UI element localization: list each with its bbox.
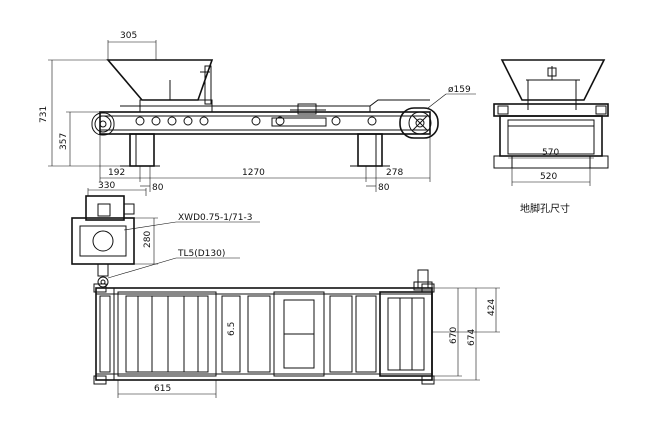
dim-leg-width-left: 80 — [152, 183, 164, 193]
idler-rollers — [135, 116, 377, 126]
dim-motor-width: 330 — [98, 181, 115, 191]
tail-pulley — [91, 112, 115, 136]
side-frame — [499, 115, 603, 157]
hopper — [106, 59, 214, 101]
dim-plan-inner-length: 6.5 — [227, 322, 237, 336]
dim-hopper-width: 305 — [120, 31, 137, 41]
dim-motor-height: 280 — [143, 231, 153, 248]
left-leg — [129, 133, 155, 167]
motor-model-label: XWD0.75-1/71-3 — [178, 213, 252, 223]
dim-pulley-diameter: ø159 — [448, 85, 471, 95]
hopper-gate — [204, 65, 212, 105]
dim-plan-width-670: 670 — [449, 327, 459, 344]
dim-plan-width-674: 674 — [467, 329, 477, 346]
dim-plan-width-424: 424 — [487, 299, 497, 316]
dim-frame-height: 357 — [59, 133, 69, 150]
dim-side-outer-width: 520 — [540, 172, 557, 182]
motor-assembly-view: 330 280 XWD0.75-1/71-3 TL5(D130) — [71, 181, 260, 288]
dim-leg-spacing: 1270 — [242, 168, 265, 178]
dim-right-overhang: 278 — [386, 168, 403, 178]
dim-total-height: 731 — [39, 106, 49, 123]
foot-hole-caption: 地脚孔尺寸 — [520, 202, 570, 215]
plan-view: 615 6.5 424 670 674 — [93, 269, 500, 398]
side-hopper — [500, 59, 606, 101]
dim-plan-belt-width: 615 — [154, 384, 171, 394]
coupling-model-label: TL5(D130) — [177, 249, 225, 259]
side-view: 570 520 地脚孔尺寸 — [493, 59, 609, 215]
front-elevation-view: 305 731 357 ø159 192 1270 278 80 80 — [39, 31, 476, 193]
right-leg — [357, 133, 383, 167]
dim-leg-width-right: 80 — [378, 183, 390, 193]
conveyor-frame — [99, 111, 431, 135]
gear-reducer — [71, 217, 135, 265]
dim-side-inner-width: 570 — [542, 148, 559, 158]
plan-frame — [95, 287, 433, 381]
head-pulley — [399, 107, 439, 139]
dim-left-overhang: 192 — [108, 168, 125, 178]
